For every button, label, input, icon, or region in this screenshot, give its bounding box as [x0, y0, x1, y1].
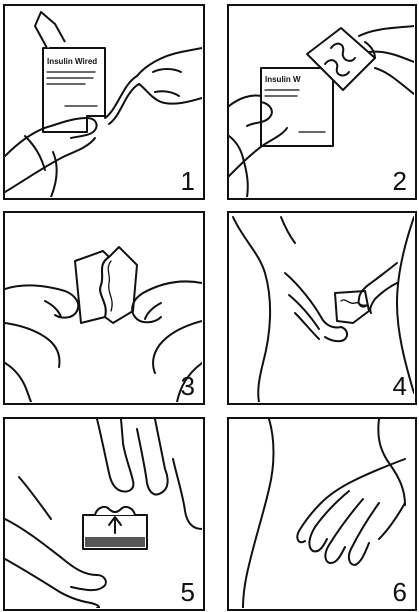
step-6-panel: 6	[227, 417, 417, 611]
step-5-panel: 5	[3, 417, 205, 611]
step-3-panel: 3	[3, 211, 205, 405]
step-number: 4	[393, 373, 407, 399]
torn-flap	[35, 12, 65, 48]
step-number: 2	[393, 168, 407, 194]
step-1-panel: Insulin Wired 1	[3, 4, 205, 200]
step-4-illustration	[229, 213, 414, 402]
torso-outline	[243, 419, 274, 608]
package-title: Insulin Wired	[47, 57, 97, 66]
step-number: 1	[181, 168, 195, 194]
step-number: 5	[181, 579, 195, 605]
step-number: 3	[181, 373, 195, 399]
step-6-illustration	[229, 419, 414, 608]
step-3-illustration	[5, 213, 202, 402]
step-2-illustration: Insulin W	[229, 6, 414, 197]
step-number: 6	[393, 579, 407, 605]
torso-outline	[233, 217, 270, 402]
package-title: Insulin W	[265, 75, 301, 84]
step-1-illustration: Insulin Wired	[5, 6, 202, 197]
step-5-illustration	[5, 419, 202, 608]
step-2-panel: Insulin W 2	[227, 4, 417, 200]
step-4-panel: 4	[227, 211, 417, 405]
